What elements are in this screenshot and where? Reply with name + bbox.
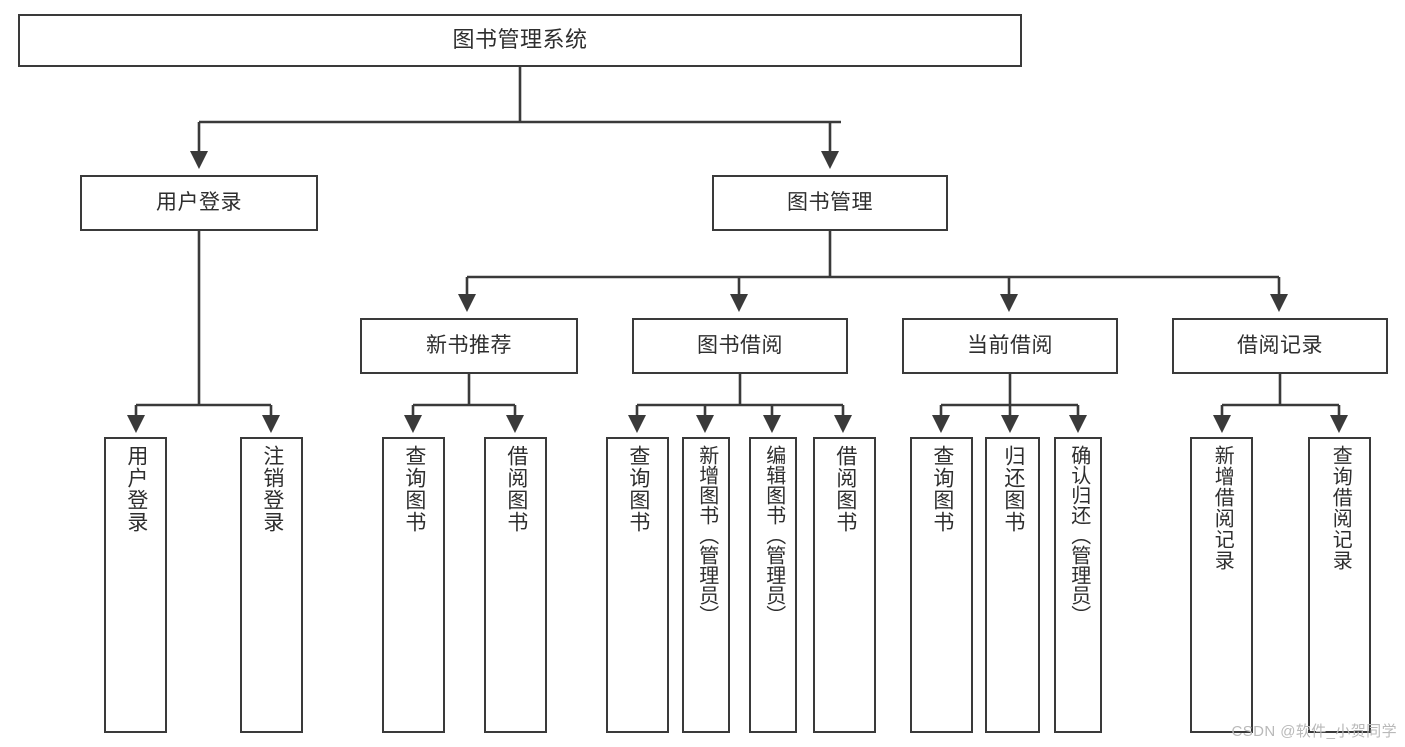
node-book-management[interactable]: 图书管理 (712, 175, 948, 231)
node-label: 查询图书 (402, 445, 426, 533)
node-user-login[interactable]: 用户登录 (80, 175, 318, 231)
leaf-user-login-logout[interactable]: 注销登录 (240, 437, 303, 733)
node-label: 确认归还（管理员） (1067, 445, 1090, 625)
leaf-current-borrow-confirm-return-admin[interactable]: 确认归还（管理员） (1054, 437, 1102, 733)
node-label: 借阅图书 (833, 445, 857, 533)
node-label: 注销登录 (260, 445, 284, 533)
node-borrow-record[interactable]: 借阅记录 (1172, 318, 1388, 374)
node-book-borrow[interactable]: 图书借阅 (632, 318, 848, 374)
node-label: 新增借阅记录 (1211, 445, 1234, 571)
node-label: 编辑图书（管理员） (762, 445, 785, 625)
leaf-user-login-login[interactable]: 用户登录 (104, 437, 167, 733)
node-label: 新增图书（管理员） (695, 445, 718, 625)
csdn-watermark: CSDN @软件_小贺同学 (1231, 723, 1397, 740)
node-label: 查询借阅记录 (1329, 445, 1352, 571)
leaf-book-borrow-edit-book-admin[interactable]: 编辑图书（管理员） (749, 437, 797, 733)
leaf-book-borrow-query-book[interactable]: 查询图书 (606, 437, 669, 733)
node-new-book-recommend[interactable]: 新书推荐 (360, 318, 578, 374)
node-label: 借阅图书 (504, 445, 528, 533)
node-label: 借阅记录 (1237, 334, 1323, 358)
node-label: 图书借阅 (697, 334, 783, 358)
leaf-book-borrow-add-book-admin[interactable]: 新增图书（管理员） (682, 437, 730, 733)
leaf-borrow-record-add-record[interactable]: 新增借阅记录 (1190, 437, 1253, 733)
leaf-current-borrow-return-book[interactable]: 归还图书 (985, 437, 1040, 733)
leaf-current-borrow-query-book[interactable]: 查询图书 (910, 437, 973, 733)
node-label: 图书管理系统 (452, 27, 588, 53)
leaf-new-book-query-book[interactable]: 查询图书 (382, 437, 445, 733)
node-label: 查询图书 (930, 445, 954, 533)
node-label: 查询图书 (626, 445, 650, 533)
node-label: 图书管理 (787, 191, 873, 215)
leaf-borrow-record-query-record[interactable]: 查询借阅记录 (1308, 437, 1371, 733)
node-label: 用户登录 (156, 191, 242, 215)
node-root-book-management-system[interactable]: 图书管理系统 (18, 14, 1022, 67)
node-label: 归还图书 (1001, 445, 1025, 533)
leaf-new-book-borrow-book[interactable]: 借阅图书 (484, 437, 547, 733)
node-label: 用户登录 (124, 445, 148, 533)
node-label: 新书推荐 (426, 334, 512, 358)
node-current-borrow[interactable]: 当前借阅 (902, 318, 1118, 374)
leaf-book-borrow-borrow-book[interactable]: 借阅图书 (813, 437, 876, 733)
node-label: 当前借阅 (967, 334, 1053, 358)
